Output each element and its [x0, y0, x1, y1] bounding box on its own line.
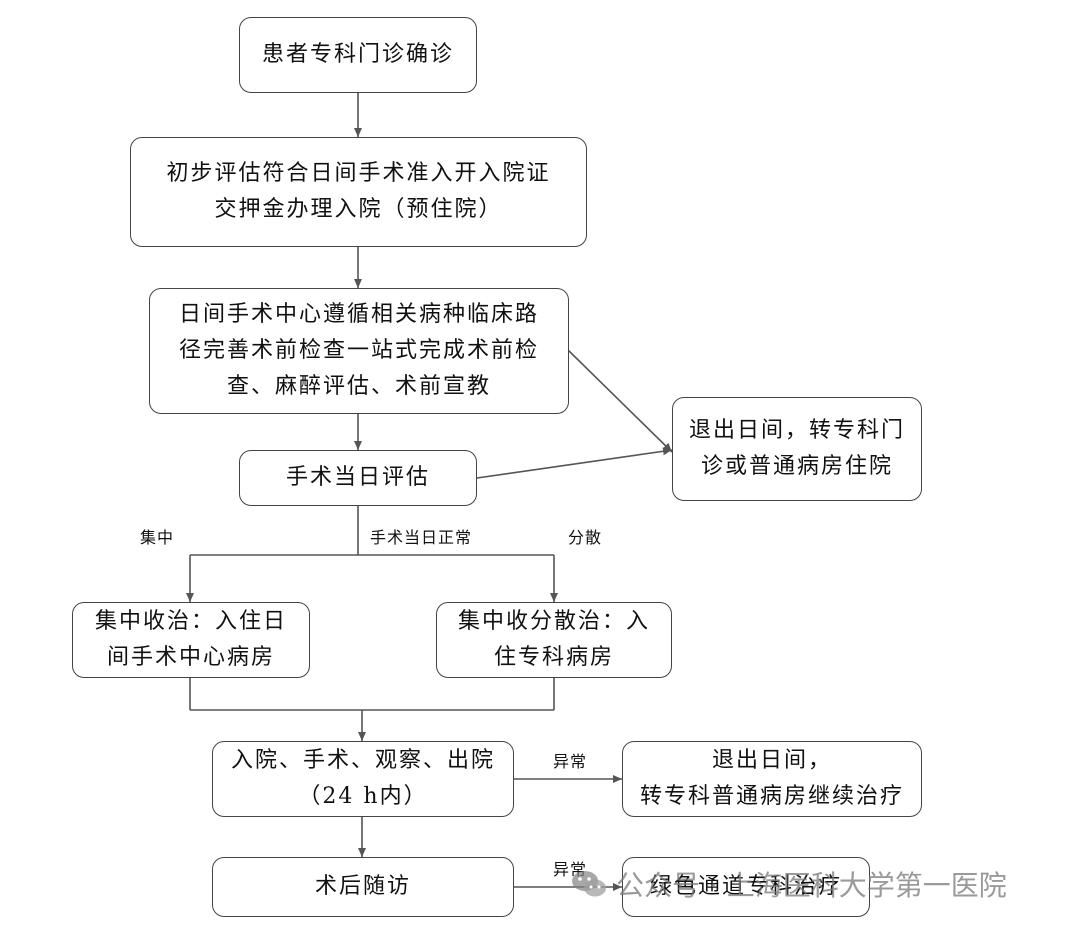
node-exit1-text: 退出日间，转专科门 诊或普通病房住院	[688, 418, 905, 479]
label-abnormal-1: 异常	[553, 752, 588, 771]
node-admit: 入院、手术、观察、出院 （24 h内）	[212, 741, 514, 817]
node-dispersed: 集中收分散治：入 住专科病房	[436, 602, 672, 678]
node-green-text: 绿色通道专科治疗	[649, 874, 842, 899]
node-followup: 术后随访	[212, 857, 514, 917]
arrow-eval-to-exit1	[476, 447, 673, 479]
node-confirm: 患者专科门诊确诊	[239, 17, 477, 93]
node-prelim-text: 初步评估符合日间手术准入开入院证 交押金办理入院（预住院）	[166, 161, 551, 222]
node-exit1: 退出日间，转专科门 诊或普通病房住院	[672, 397, 922, 501]
watermark: 公众号 · 上海医科大学第一医院	[570, 862, 1007, 906]
node-center-exam-text: 日间手术中心遵循相关病种临床路 径完善术前检查一站式完成术前检 查、麻醉评估、术…	[178, 302, 539, 399]
node-central-text: 集中收治：入住日 间手术中心病房	[94, 609, 287, 670]
node-prelim: 初步评估符合日间手术准入开入院证 交押金办理入院（预住院）	[130, 137, 587, 247]
node-exit2: 退出日间， 转专科普通病房继续治疗	[622, 741, 922, 817]
node-exit2-text: 退出日间， 转专科普通病房继续治疗	[639, 748, 904, 809]
node-day-eval-text: 手术当日评估	[285, 465, 430, 490]
node-day-eval: 手术当日评估	[239, 450, 477, 506]
node-center-exam: 日间手术中心遵循相关病种临床路 径完善术前检查一站式完成术前检 查、麻醉评估、术…	[149, 288, 569, 414]
node-green: 绿色通道专科治疗	[622, 857, 870, 917]
wechat-icon	[572, 871, 606, 897]
label-normal: 手术当日正常	[370, 528, 473, 547]
node-central: 集中收治：入住日 间手术中心病房	[72, 602, 310, 678]
watermark-text: 公众号 · 上海医科大学第一医院	[616, 869, 1007, 902]
label-dispersed: 分散	[568, 528, 603, 547]
node-admit-text: 入院、手术、观察、出院 （24 h内）	[230, 748, 495, 809]
label-central: 集中	[140, 528, 175, 547]
node-followup-text: 术后随访	[314, 874, 411, 899]
node-confirm-text: 患者专科门诊确诊	[261, 42, 454, 67]
node-dispersed-text: 集中收分散治：入 住专科病房	[457, 609, 650, 670]
arrow-center-to-exit1	[567, 349, 673, 453]
